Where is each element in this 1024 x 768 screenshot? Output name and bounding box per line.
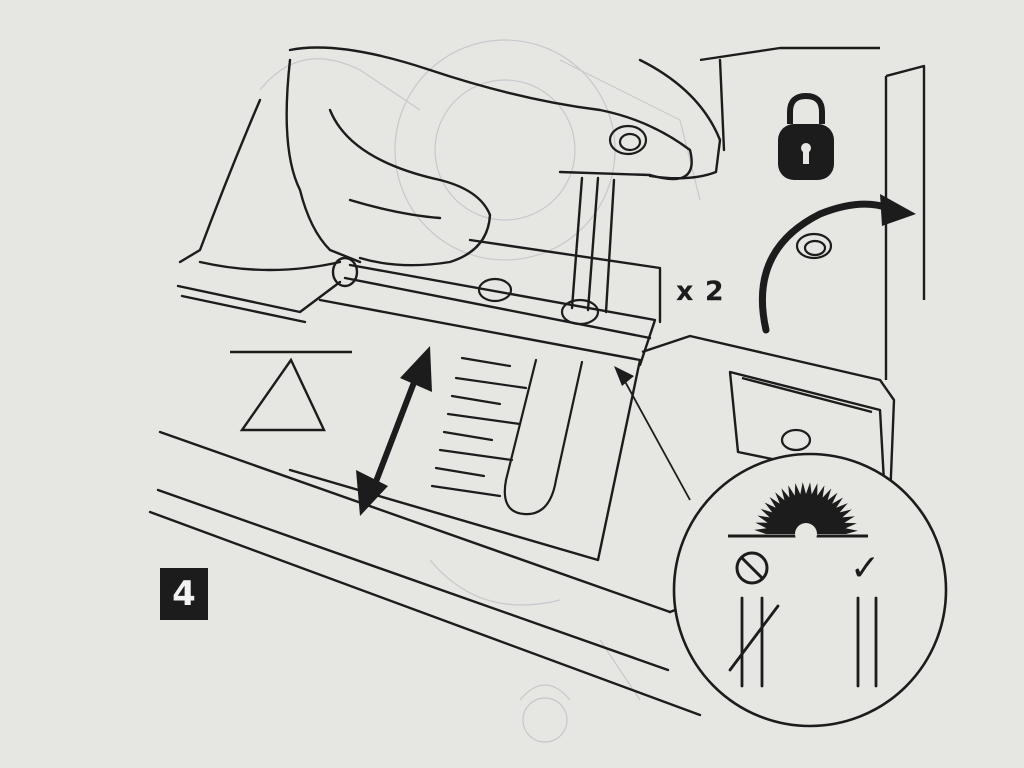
saw-base bbox=[148, 238, 702, 717]
repeat-count-label: x 2 bbox=[676, 276, 725, 307]
prohibited-icon bbox=[735, 551, 769, 585]
level-triangle-icon bbox=[230, 350, 352, 432]
step-number-badge: 4 bbox=[160, 568, 208, 620]
check-icon: ✓ bbox=[850, 548, 881, 589]
saw-blade-icon bbox=[754, 482, 858, 545]
screw-holes bbox=[477, 124, 833, 452]
scale-slot bbox=[430, 356, 584, 516]
ghost-print bbox=[259, 39, 701, 743]
detail-pointer bbox=[614, 366, 691, 501]
hand-with-screwdriver bbox=[178, 46, 726, 314]
alignment-lines bbox=[728, 596, 878, 688]
double-headed-arrow-icon bbox=[356, 346, 432, 516]
padlock-icon bbox=[778, 92, 834, 180]
rotate-clockwise-arrow-icon bbox=[758, 194, 916, 334]
blade-housing bbox=[641, 46, 926, 501]
